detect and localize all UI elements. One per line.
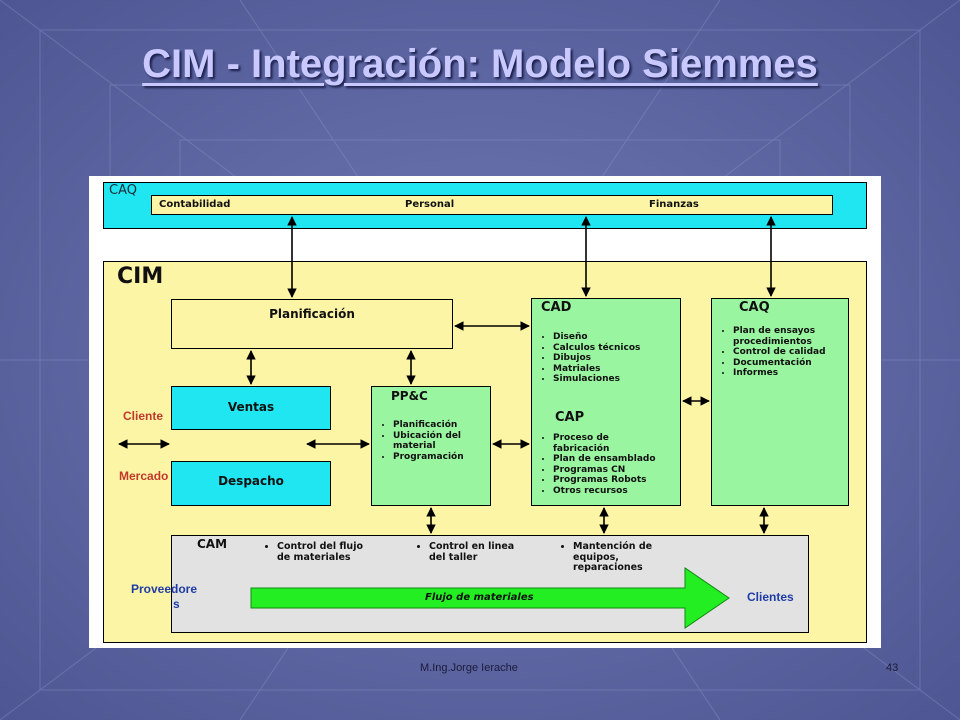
caq-outer-items-bar	[151, 195, 833, 215]
ppc-item: Ubicación del material	[393, 431, 501, 452]
connector-arrows	[118, 216, 776, 534]
cam-item: Control del flujo de materiales	[277, 541, 369, 563]
cad-item: Calculos técnicos	[553, 343, 693, 354]
planificacion-box	[171, 299, 453, 349]
caq-inner-item: Documentación	[733, 358, 833, 369]
ppc-box	[371, 386, 491, 506]
cad-list: Diseño Calculos técnicos Dibujos Matrial…	[537, 332, 693, 385]
cad-item: Dibujos	[553, 353, 693, 364]
ppc-list: Planificación Ubicación del material Pro…	[377, 420, 501, 462]
cad-cap-box	[531, 298, 681, 506]
flow-arrow	[250, 567, 730, 629]
cap-list: Proceso de fabricación Plan de ensamblad…	[537, 433, 693, 497]
caq-item-contabilidad: Contabilidad	[159, 199, 231, 210]
cad-item: Diseño	[553, 332, 693, 343]
cad-label: CAD	[541, 300, 572, 315]
cap-item: Programas Robots	[553, 475, 693, 486]
cam-label: CAM	[197, 537, 228, 551]
despacho-box	[171, 461, 331, 506]
ventas-box	[171, 386, 331, 430]
flow-label: Flujo de materiales	[425, 592, 534, 603]
side-label-proveedores-cont: s	[173, 597, 180, 611]
cad-item: Simulaciones	[553, 374, 693, 385]
ppc-label: PP&C	[391, 389, 428, 403]
despacho-label: Despacho	[218, 474, 284, 488]
side-label-proveedores: Proveedore	[131, 582, 198, 596]
cam-item: Mantención de equipos, reparaciones	[573, 541, 677, 574]
slide-title: CIM - Integración: Modelo Siemmes	[142, 42, 818, 86]
cap-item: Plan de ensamblado	[553, 454, 693, 465]
cap-item: Otros recursos	[553, 486, 693, 497]
caq-inner-list: Plan de ensayos procedimientos Control d…	[717, 326, 833, 379]
page-number: 43	[886, 662, 899, 674]
caq-inner-item: Informes	[733, 368, 833, 379]
cam-item-3: Mantención de equipos, reparaciones	[557, 541, 677, 574]
cap-item: Programas CN	[553, 465, 693, 476]
caq-inner-box	[711, 298, 849, 506]
side-label-clientes: Clientes	[747, 590, 794, 604]
planificacion-label: Planificación	[269, 307, 355, 321]
caq-item-personal: Personal	[405, 199, 455, 210]
cim-diagram: CAQ Contabilidad Personal Finanzas CIM P…	[89, 176, 881, 648]
caq-outer-label: CAQ	[109, 183, 137, 198]
cad-item: Matriales	[553, 364, 693, 375]
cam-item-2: Control en linea del taller	[413, 541, 517, 563]
caq-inner-item: Plan de ensayos procedimientos	[733, 326, 833, 347]
side-label-mercado: Mercado	[119, 469, 169, 483]
cam-item-1: Control del flujo de materiales	[261, 541, 369, 563]
cap-item: Proceso de fabricación	[553, 433, 633, 454]
ventas-label: Ventas	[227, 400, 275, 414]
ppc-item: Planificación	[393, 420, 501, 431]
ppc-item: Programación	[393, 452, 501, 463]
cim-label: CIM	[117, 264, 164, 289]
cam-item: Control en linea del taller	[429, 541, 517, 563]
cap-label: CAP	[555, 410, 585, 425]
caq-inner-item: Control de calidad	[733, 347, 833, 358]
caq-item-finanzas: Finanzas	[649, 199, 699, 210]
caq-inner-label: CAQ	[739, 300, 770, 315]
side-label-cliente: Cliente	[123, 409, 164, 423]
footer-author: M.Ing.Jorge Ierache	[420, 662, 518, 674]
